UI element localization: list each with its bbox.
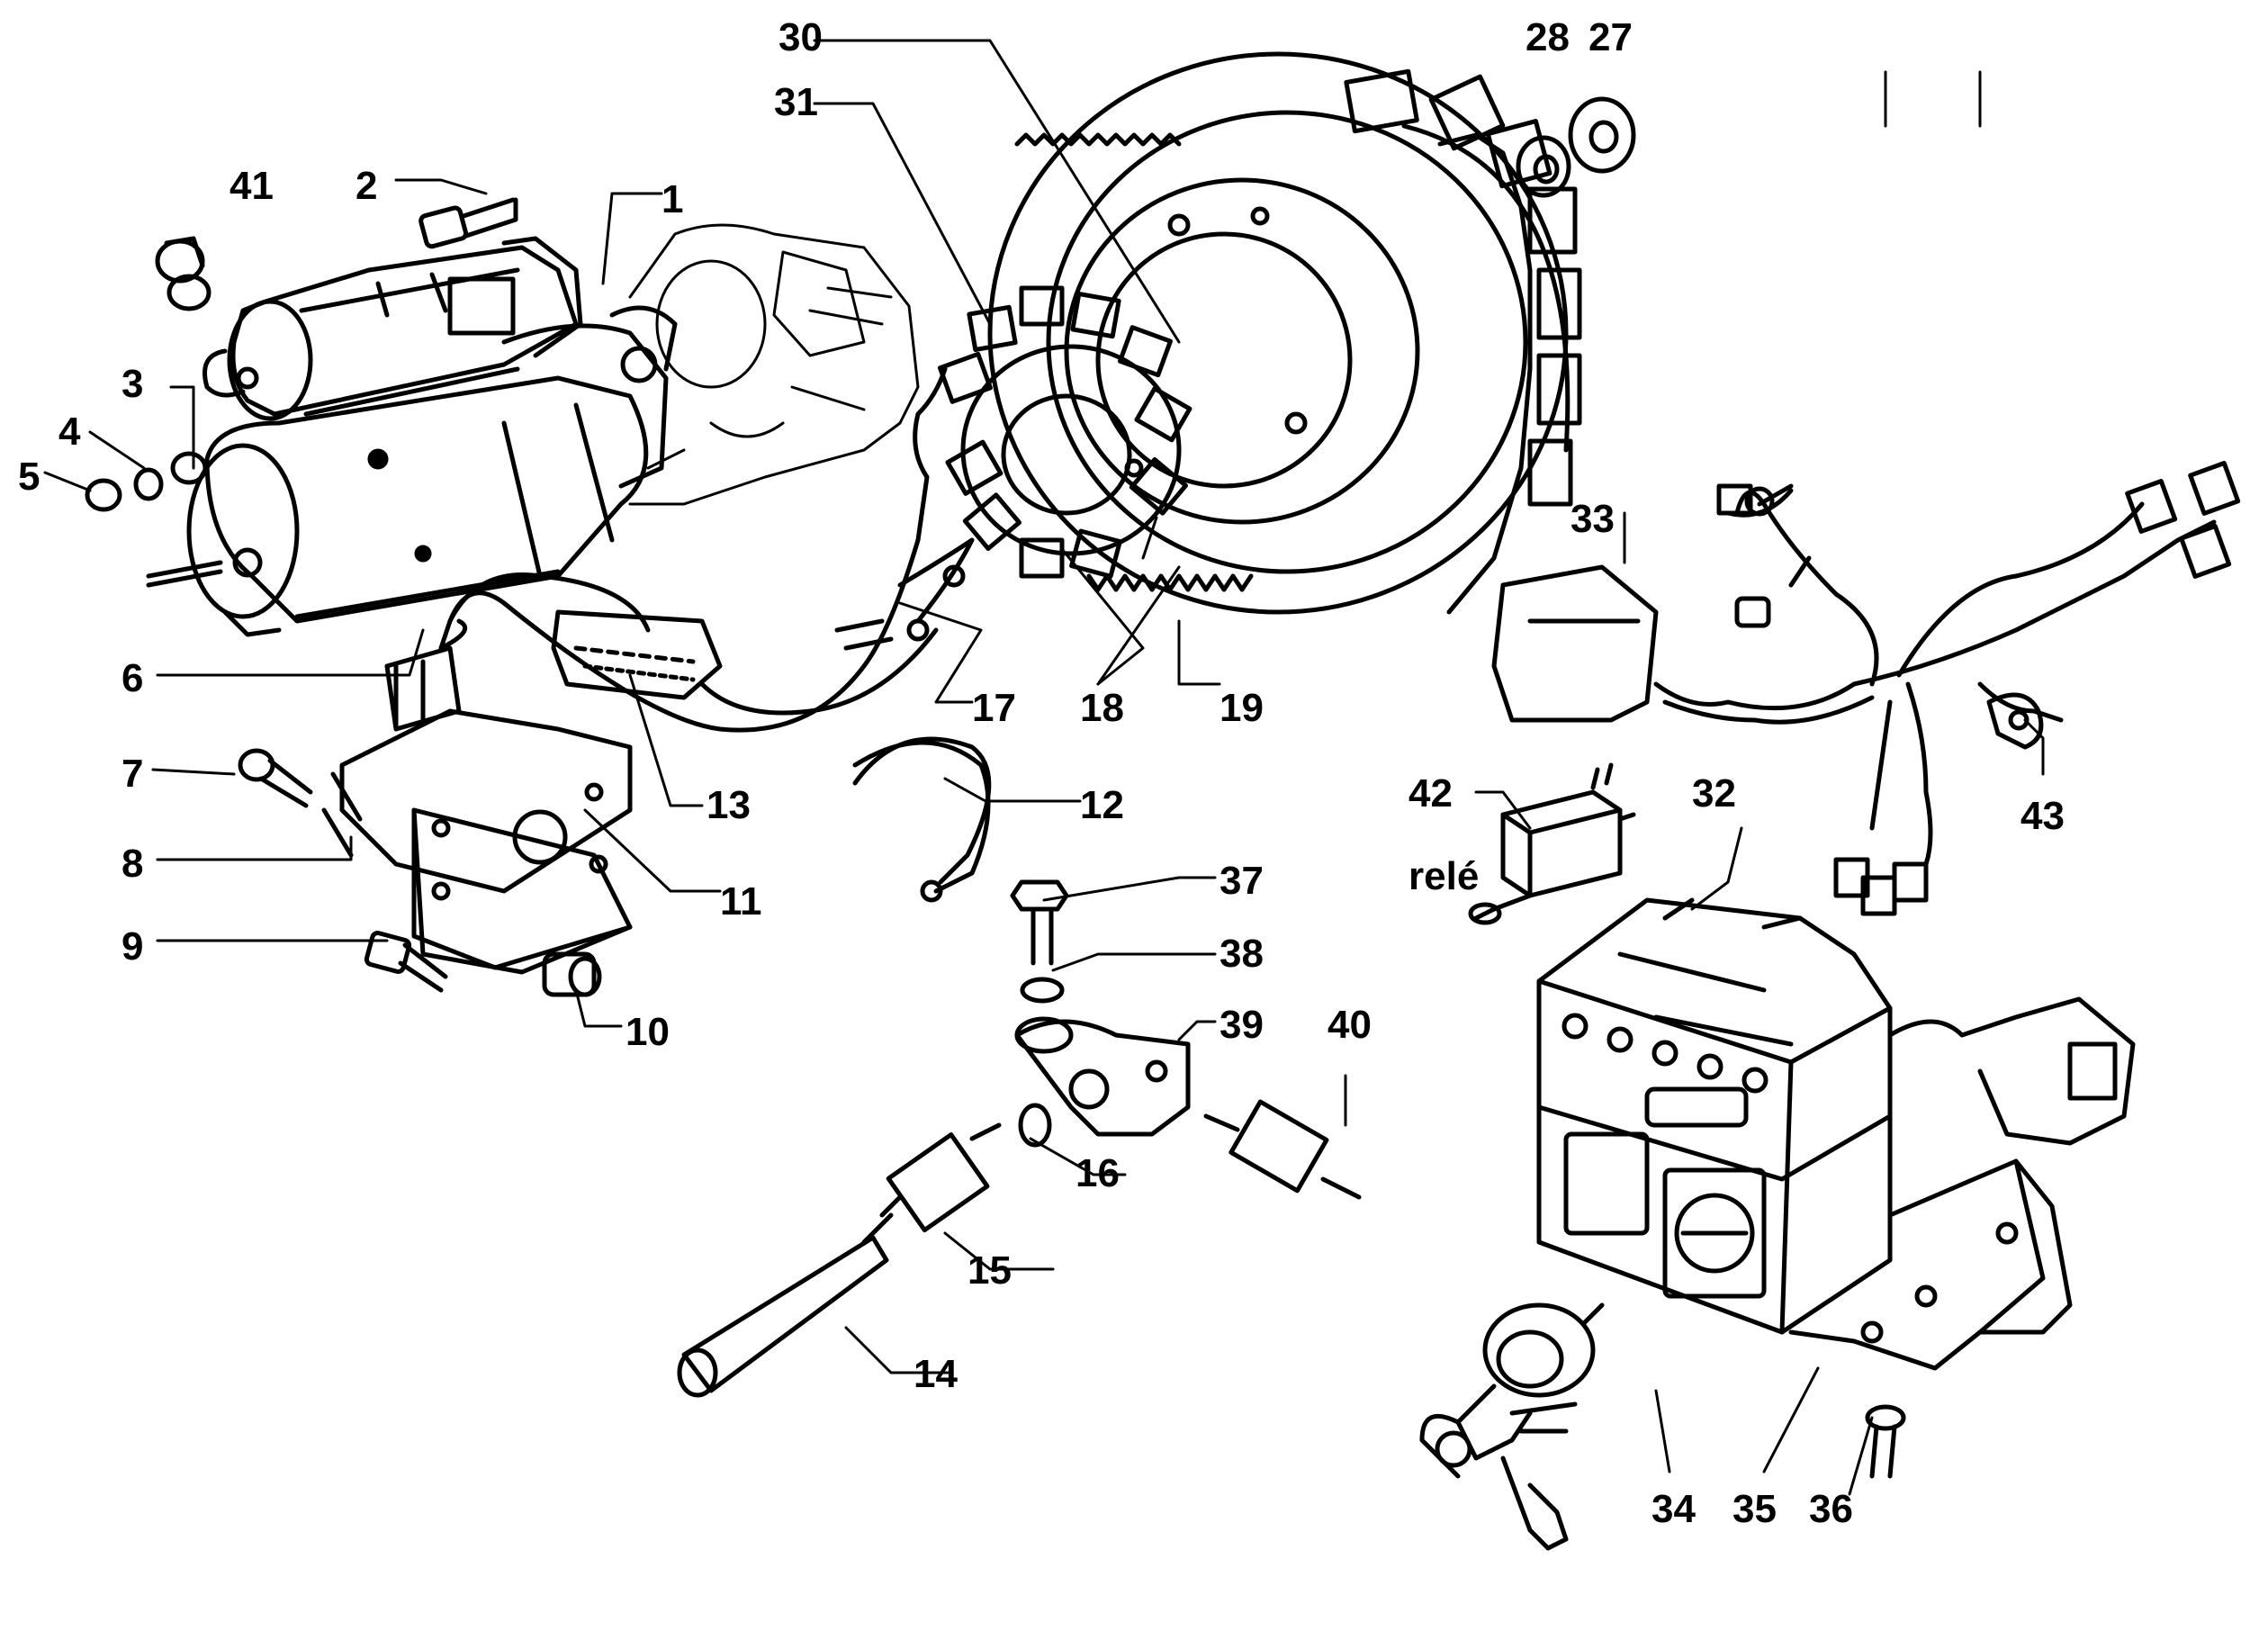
bolt-9 <box>364 931 448 993</box>
stator <box>438 285 1192 733</box>
fasteners-3-4-5 <box>85 451 208 512</box>
callout-1: 1 <box>662 177 684 221</box>
bracket-35 <box>1788 1158 2073 1371</box>
callout-18: 18 <box>1080 686 1124 730</box>
callout-15: 15 <box>968 1248 1012 1293</box>
screw-36 <box>1865 1404 1906 1479</box>
callout-40: 40 <box>1328 1003 1372 1047</box>
relay-label: relé <box>1408 854 1480 898</box>
callout-37: 37 <box>1220 859 1264 903</box>
sender-15 <box>861 1122 1002 1245</box>
washer-16 <box>1018 1103 1052 1148</box>
callout-2: 2 <box>356 164 378 208</box>
callout-12: 12 <box>1080 783 1124 827</box>
control-box <box>1536 897 2136 1335</box>
callout-41: 41 <box>230 164 274 208</box>
callout-17: 17 <box>972 686 1016 730</box>
sender-40 <box>1203 1099 1362 1200</box>
callout-38: 38 <box>1220 932 1264 976</box>
key-switch-34 <box>1419 1302 1605 1551</box>
flywheel <box>987 51 1582 615</box>
boot-14 <box>677 1235 889 1398</box>
callout-35: 35 <box>1732 1487 1777 1531</box>
spacer-10 <box>542 951 602 997</box>
banjo-37-38-39 <box>1010 879 1191 1137</box>
callout-43: 43 <box>2020 794 2065 838</box>
callout-3: 3 <box>122 362 144 406</box>
callout-8: 8 <box>122 842 144 886</box>
callout-19: 19 <box>1220 686 1264 730</box>
callout-32: 32 <box>1692 771 1736 815</box>
callout-31: 31 <box>774 80 818 124</box>
callout-16: 16 <box>1076 1151 1120 1195</box>
callout-7: 7 <box>122 752 144 796</box>
nuts-27-28 <box>1516 96 1636 198</box>
callout-36: 36 <box>1809 1487 1853 1531</box>
callout-34: 34 <box>1652 1487 1696 1531</box>
callout-39: 39 <box>1220 1003 1264 1047</box>
callout-30: 30 <box>778 15 823 59</box>
callout-13: 13 <box>706 783 751 827</box>
voltage-regulator <box>321 572 651 975</box>
starter-motor <box>146 236 678 637</box>
wire-12 <box>852 736 992 885</box>
engine-housing <box>628 223 920 506</box>
callout-14: 14 <box>914 1352 958 1396</box>
callout-4: 4 <box>58 410 81 454</box>
callout-33: 33 <box>1570 497 1615 541</box>
bolt-2 <box>418 197 518 249</box>
nut-41 <box>155 236 212 311</box>
callout-5: 5 <box>18 455 40 499</box>
callout-10: 10 <box>626 1010 670 1054</box>
callout-9: 9 <box>122 924 144 969</box>
callout-42: 42 <box>1408 771 1453 815</box>
callout-28: 28 <box>1526 15 1570 59</box>
callout-6: 6 <box>122 656 144 700</box>
callout-27: 27 <box>1588 15 1633 59</box>
clip-43 <box>1986 692 2044 750</box>
relay-42 <box>1468 762 1636 925</box>
wiring-harness <box>1491 460 2241 916</box>
small-parts <box>834 537 991 903</box>
callout-11: 11 <box>720 879 762 924</box>
bolt-7 <box>238 748 313 808</box>
rectifier-plate <box>551 609 939 716</box>
